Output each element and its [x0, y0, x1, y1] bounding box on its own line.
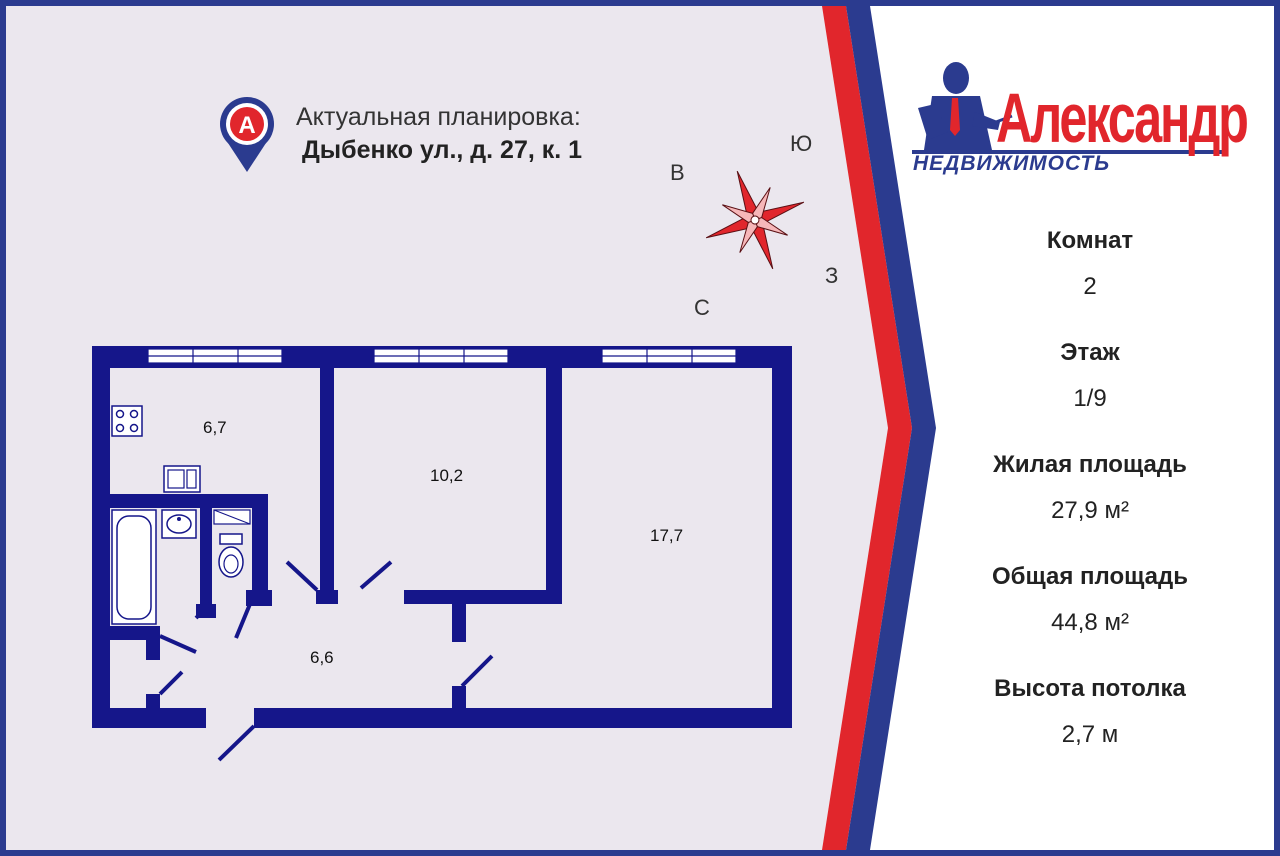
- info-label: Жилая площадь: [993, 451, 1187, 478]
- info-label: Высота потолка: [994, 675, 1186, 702]
- info-rooms: Комнат 2: [925, 227, 1255, 301]
- room-label-hall: 6,6: [310, 648, 334, 667]
- info-total-area: Общая площадь 44,8 м²: [925, 563, 1255, 637]
- washbasin-icon: [161, 509, 197, 539]
- room-label-small: 10,2: [430, 466, 464, 485]
- location-pin-icon: A: [220, 97, 274, 172]
- compass-rose-icon: [705, 170, 805, 270]
- blue-chevron-stripe: [846, 6, 936, 850]
- info-ceiling-height: Высота потолка 2,7 м: [925, 675, 1255, 749]
- brand-subtitle: НЕДВИЖИМОСТЬ: [913, 152, 1111, 175]
- info-value: 44,8 м²: [1051, 609, 1129, 636]
- info-value: 1/9: [1073, 385, 1107, 412]
- kitchen-sink-icon: [163, 465, 201, 493]
- room-label-large: 17,7: [650, 526, 684, 545]
- room-label-kitchen: 6,7: [203, 418, 227, 437]
- info-value: 2,7 м: [1061, 721, 1119, 748]
- pin-letter: A: [238, 112, 255, 139]
- kitchen-stove-icon: [111, 405, 143, 437]
- header-address: Дыбенко ул., д. 27, к. 1: [302, 136, 583, 164]
- info-value: 27,9 м²: [1051, 497, 1129, 524]
- info-label: Комнат: [1046, 227, 1134, 254]
- brand-figure-icon: [912, 62, 1222, 154]
- compass-label-north: С: [694, 295, 710, 320]
- brand-name: Александр: [996, 79, 1249, 157]
- bathtub-icon: [111, 509, 157, 625]
- windows: [147, 348, 737, 364]
- compass-label-west: З: [825, 263, 839, 288]
- info-label: Общая площадь: [991, 563, 1189, 590]
- info-floor: Этаж 1/9: [925, 339, 1255, 413]
- plan-panel: [6, 6, 888, 850]
- info-value: 2: [1083, 273, 1097, 300]
- compass-label-east: В: [670, 160, 685, 185]
- header-title: Актуальная планировка:: [296, 103, 581, 131]
- red-chevron-stripe: [822, 6, 912, 850]
- info-label: Этаж: [1060, 339, 1120, 366]
- compass-label-south: Ю: [790, 131, 813, 156]
- toilet-icon: [213, 509, 251, 578]
- info-living-area: Жилая площадь 27,9 м²: [925, 451, 1255, 525]
- doors: [158, 560, 494, 762]
